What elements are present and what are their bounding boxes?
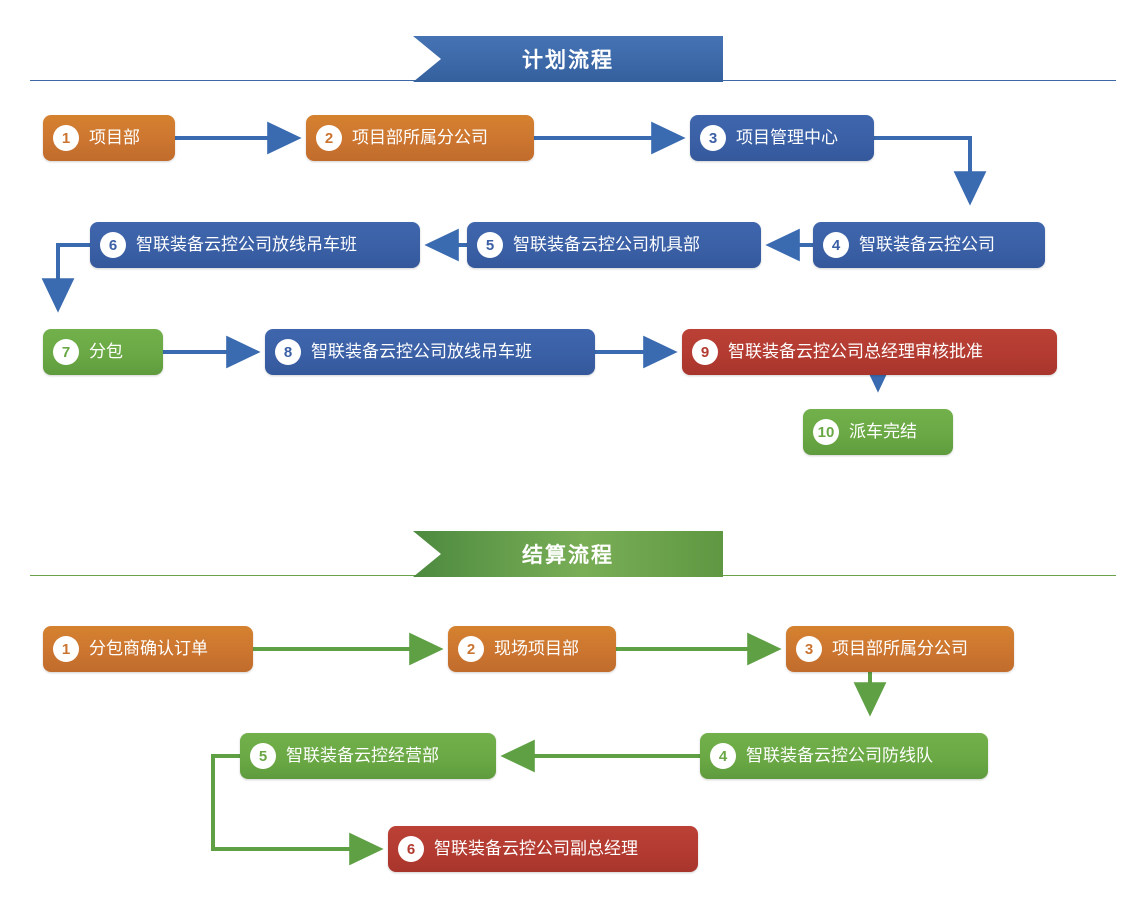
node-plan-3[interactable]: 3 项目管理中心: [690, 115, 874, 161]
node-badge: 9: [692, 339, 718, 365]
node-settle-5[interactable]: 5 智联装备云控经营部: [240, 733, 496, 779]
plan-section-title: 计划流程: [522, 49, 614, 72]
node-badge: 10: [813, 419, 839, 445]
node-label: 智联装备云控公司防线队: [746, 746, 933, 765]
node-label: 项目部所属分公司: [832, 639, 968, 658]
node-label: 智联装备云控公司副总经理: [434, 839, 638, 858]
node-plan-8[interactable]: 8 智联装备云控公司放线吊车班: [265, 329, 595, 375]
node-label: 智联装备云控公司: [859, 235, 995, 254]
node-badge: 7: [53, 339, 79, 365]
node-settle-2[interactable]: 2 现场项目部: [448, 626, 616, 672]
node-settle-6[interactable]: 6 智联装备云控公司副总经理: [388, 826, 698, 872]
node-settle-1[interactable]: 1 分包商确认订单: [43, 626, 253, 672]
node-plan-10[interactable]: 10 派车完结: [803, 409, 953, 455]
node-badge: 6: [398, 836, 424, 862]
node-label: 智联装备云控公司放线吊车班: [136, 235, 357, 254]
node-plan-5[interactable]: 5 智联装备云控公司机具部: [467, 222, 761, 268]
node-badge: 2: [458, 636, 484, 662]
node-label: 项目部所属分公司: [352, 128, 488, 147]
node-label: 派车完结: [849, 422, 917, 441]
node-plan-6[interactable]: 6 智联装备云控公司放线吊车班: [90, 222, 420, 268]
node-settle-3[interactable]: 3 项目部所属分公司: [786, 626, 1014, 672]
node-badge: 6: [100, 232, 126, 258]
node-plan-2[interactable]: 2 项目部所属分公司: [306, 115, 534, 161]
node-plan-9[interactable]: 9 智联装备云控公司总经理审核批准: [682, 329, 1057, 375]
node-badge: 1: [53, 125, 79, 151]
settlement-section-banner: 结算流程: [413, 531, 723, 577]
node-badge: 5: [477, 232, 503, 258]
node-label: 智联装备云控经营部: [286, 746, 439, 765]
node-label: 智联装备云控公司机具部: [513, 235, 700, 254]
node-badge: 4: [710, 743, 736, 769]
node-badge: 8: [275, 339, 301, 365]
node-label: 项目部: [89, 128, 140, 147]
plan-section-banner: 计划流程: [413, 36, 723, 82]
connector-6-7: [41, 243, 90, 313]
node-label: 现场项目部: [494, 639, 579, 658]
settlement-section-title: 结算流程: [522, 544, 614, 567]
node-badge: 3: [700, 125, 726, 151]
node-badge: 3: [796, 636, 822, 662]
node-badge: 5: [250, 743, 276, 769]
node-label: 智联装备云控公司总经理审核批准: [728, 342, 983, 361]
node-plan-4[interactable]: 4 智联装备云控公司: [813, 222, 1045, 268]
node-plan-7[interactable]: 7 分包: [43, 329, 163, 375]
node-badge: 4: [823, 232, 849, 258]
node-label: 项目管理中心: [736, 128, 838, 147]
node-plan-1[interactable]: 1 项目部: [43, 115, 175, 161]
node-label: 分包商确认订单: [89, 639, 208, 658]
node-settle-4[interactable]: 4 智联装备云控公司防线队: [700, 733, 988, 779]
node-badge: 2: [316, 125, 342, 151]
node-label: 分包: [89, 342, 123, 361]
connector-3-4: [874, 136, 987, 206]
node-badge: 1: [53, 636, 79, 662]
node-label: 智联装备云控公司放线吊车班: [311, 342, 532, 361]
